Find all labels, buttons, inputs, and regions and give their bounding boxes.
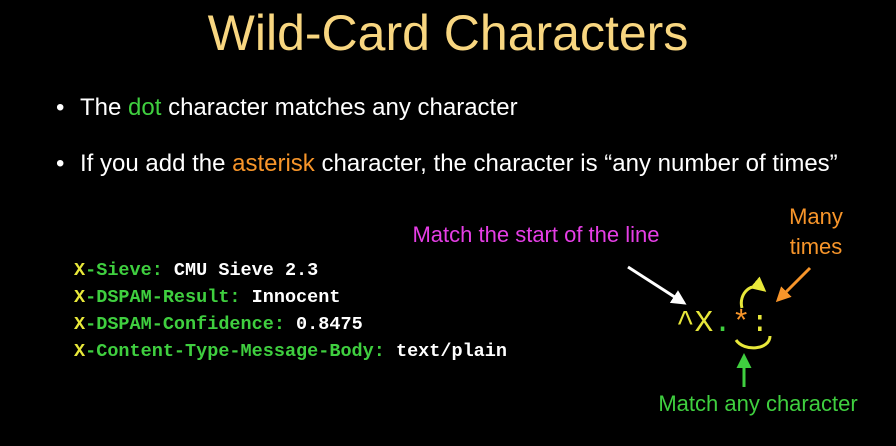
- annotation-match-any: Match any character: [658, 391, 858, 416]
- bullet-text: If you add the asterisk character, the c…: [80, 148, 856, 180]
- bullet-text-before: If you add the: [80, 150, 233, 177]
- regex-x: X: [694, 306, 714, 341]
- code-line: X-DSPAM-Confidence: 0.8475: [74, 311, 507, 338]
- bullet-highlight-asterisk: asterisk: [232, 150, 315, 177]
- code-line: X-DSPAM-Result: Innocent: [74, 284, 507, 311]
- header-value: text/plain: [384, 341, 507, 362]
- annotation-many-times: Many times: [789, 204, 843, 259]
- header-x: X: [74, 314, 86, 335]
- code-line: X-Content-Type-Message-Body: text/plain: [74, 338, 507, 365]
- header-value: Innocent: [240, 287, 341, 308]
- bullet-marker: •: [56, 94, 65, 121]
- header-name: -DSPAM-Confidence:: [85, 314, 285, 335]
- arrow-to-caret: [627, 265, 687, 305]
- header-name: -Content-Type-Message-Body:: [85, 341, 385, 362]
- header-x: X: [74, 287, 86, 308]
- loop-arrow-lower: [734, 335, 772, 350]
- bullet-dot: • The dot character matches any characte…: [56, 92, 856, 124]
- bullet-text-after: character matches any character: [161, 94, 518, 121]
- bullet-asterisk: • If you add the asterisk character, the…: [56, 148, 856, 180]
- regex-star: *: [731, 306, 751, 341]
- bullet-text-after: character, the character is “any number …: [314, 150, 838, 177]
- regex-dot: .: [713, 306, 732, 341]
- bullet-marker: •: [56, 150, 65, 177]
- regex-expression: ^X.*:: [676, 304, 769, 344]
- slide-title: Wild-Card Characters: [207, 5, 689, 61]
- annotation-match-start: Match the start of the line: [412, 222, 660, 247]
- arrow-to-star: [775, 266, 812, 303]
- header-name: -Sieve:: [85, 260, 163, 281]
- regex-caret: ^: [676, 306, 695, 341]
- header-value: 0.8475: [284, 314, 363, 335]
- bullet-text: The dot character matches any character: [80, 92, 856, 124]
- bullet-highlight-dot: dot: [128, 94, 162, 121]
- header-x: X: [74, 341, 86, 362]
- header-value: CMU Sieve 2.3: [162, 260, 319, 281]
- loop-arrow-upper: [739, 276, 767, 309]
- regex-colon: :: [750, 306, 770, 341]
- header-name: -DSPAM-Result:: [85, 287, 241, 308]
- mail-header-code-block: X-Sieve: CMU Sieve 2.3 X-DSPAM-Result: I…: [74, 257, 507, 365]
- header-x: X: [74, 260, 86, 281]
- code-line: X-Sieve: CMU Sieve 2.3: [74, 257, 507, 284]
- bullet-text-before: The: [80, 94, 129, 121]
